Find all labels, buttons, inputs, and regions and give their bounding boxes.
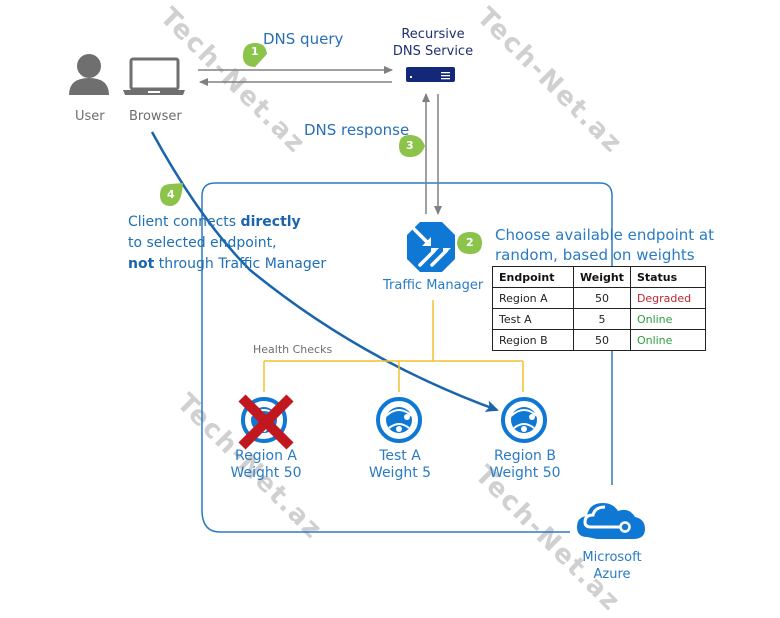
health-check-lines [263,300,524,392]
dns-service-label-line2: DNS Service [392,44,474,59]
callout4-line1-pre: Client connects [128,214,241,230]
user-icon [69,54,109,95]
endpoint-name: Region A [235,448,297,464]
endpoint-weight: Weight 5 [368,465,432,481]
health-checks-label: Health Checks [253,343,333,356]
step-badge-2 [457,232,482,254]
dns-response-label: DNS response [304,121,410,139]
cell-endpoint: Region A [492,287,574,309]
callout4-directly: directly [240,214,301,230]
cell-status: Degraded [629,287,706,309]
azure-line2: Azure [593,567,631,582]
cell-weight: 50 [573,287,631,309]
endpoint-globe-test-a [376,397,422,443]
azure-container-border-bottom [201,509,570,533]
endpoint-globe-region-b [501,397,547,443]
callout2-line1: Choose available endpoint at [495,226,714,244]
diagram-canvas [69,43,645,539]
endpoint-name: Test A [379,448,421,464]
step-badge-4 [160,183,183,206]
step-number-1: 1 [251,45,259,58]
microsoft-azure-label: Microsoft Azure [562,549,662,583]
callout2-line2: random, based on weights [495,246,695,264]
failed-x-icon [238,394,294,450]
step-badge-3 [399,135,425,157]
cell-status: Online [629,308,706,330]
client-connects-callout: Client connects directly to selected end… [128,212,326,275]
traffic-manager-icon [407,222,455,272]
dns-query-label: DNS query [263,30,344,48]
azure-container-border [201,182,613,510]
cell-endpoint: Region B [492,329,574,351]
endpoint-label-region-b: Region B Weight 50 [475,448,575,482]
step-number-3: 3 [406,139,414,152]
endpoint-weight: Weight 50 [230,465,302,481]
cell-status: Online [629,329,706,351]
table-row: Region B 50 Online [492,329,706,351]
callout4-line3-post: through Traffic Manager [154,256,327,272]
dns-service-label-line1: Recursive [401,27,465,42]
azure-cloud-icon [577,503,645,539]
endpoint-name: Region B [494,448,556,464]
callout4-not: not [128,256,155,272]
table-row: Test A 5 Online [492,308,706,330]
cell-weight: 5 [573,308,631,330]
user-label: User [75,109,105,124]
endpoint-label-region-a: Region A Weight 50 [216,448,316,482]
table-row: Region A 50 Degraded [492,287,706,309]
dns-service-label: Recursive DNS Service [388,26,478,60]
callout4-line2: to selected endpoint, [128,235,277,251]
table-header-row: Endpoint Weight Status [492,266,706,288]
step-number-2: 2 [466,236,474,249]
step-badge-1 [242,43,267,67]
azure-line1: Microsoft [582,550,642,565]
laptop-icon [123,57,185,95]
header-endpoint: Endpoint [492,266,574,288]
header-status: Status [629,266,706,288]
endpoint-weights-table: Endpoint Weight Status Region A 50 Degra… [492,266,706,351]
cell-endpoint: Test A [492,308,574,330]
endpoint-weight: Weight 50 [489,465,561,481]
client-direct-connection-arrow [150,131,499,412]
cell-weight: 50 [573,329,631,351]
traffic-manager-label: Traffic Manager [383,278,484,293]
endpoint-label-test-a: Test A Weight 5 [350,448,450,482]
header-weight: Weight [573,266,631,288]
step-number-4: 4 [167,188,175,201]
dns-server-icon [406,67,455,82]
choose-endpoint-callout: Choose available endpoint at random, bas… [495,225,714,265]
browser-label: Browser [129,109,182,124]
